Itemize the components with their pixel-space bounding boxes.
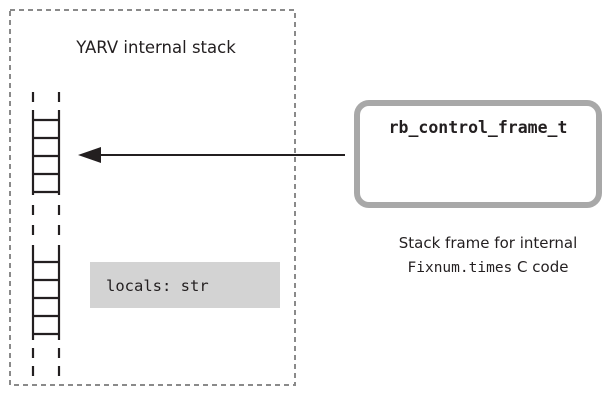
pointer-arrow-head	[78, 147, 101, 163]
locals-label: locals: str	[106, 277, 209, 295]
caption-text-fragment: C code	[512, 258, 568, 276]
locals-box	[90, 262, 280, 308]
stack-panel-title: YARV internal stack	[75, 38, 236, 57]
control-frame-caption-line1: Stack frame for internal	[399, 234, 578, 252]
stack-ladder	[31, 92, 61, 376]
stack-panel-border	[9, 9, 296, 386]
control-frame-label: rb_control_frame_t	[389, 118, 568, 137]
caption-code-fragment: Fixnum.times	[408, 260, 513, 276]
control-frame-box	[354, 100, 602, 208]
control-frame-caption-line2: Fixnum.times C code	[408, 258, 569, 276]
